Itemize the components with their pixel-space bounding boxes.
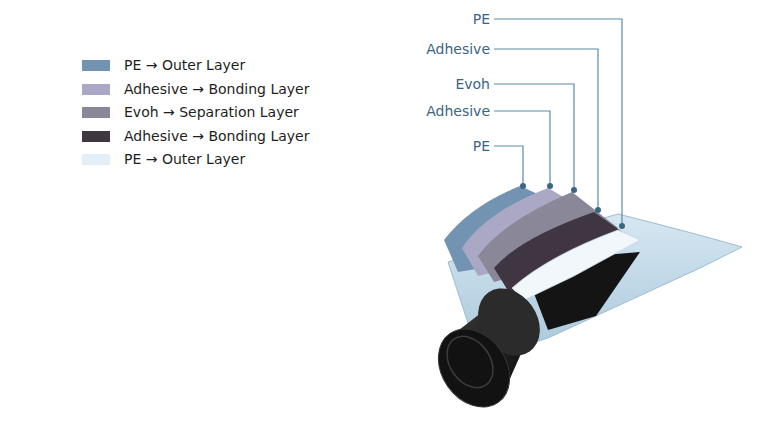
leader-dot	[547, 183, 553, 189]
legend-swatch	[82, 107, 110, 118]
legend-text: PE → Outer Layer	[124, 151, 245, 167]
callout-label: PE	[473, 11, 490, 27]
legend-swatch	[82, 84, 110, 95]
leader-dot	[571, 187, 577, 193]
pe-inner-layer	[512, 230, 640, 300]
callout-label: PE	[473, 138, 490, 154]
leader-line	[494, 111, 550, 186]
legend-swatch	[82, 154, 110, 165]
callout-label: Adhesive	[426, 103, 490, 119]
legend-swatch	[82, 60, 110, 71]
legend-text: PE → Outer Layer	[124, 57, 245, 73]
legend-text: Adhesive → Bonding Layer	[124, 128, 309, 144]
leader-dot	[595, 207, 601, 213]
cap-front	[424, 315, 525, 421]
leader-dot	[619, 223, 625, 229]
legend-swatch	[82, 131, 110, 142]
leader-line	[494, 49, 598, 210]
callout-label: Evoh	[455, 76, 490, 92]
leader-dot	[520, 183, 526, 189]
leader-line	[494, 19, 622, 226]
callout-label: Adhesive	[426, 41, 490, 57]
leader-line	[494, 84, 574, 190]
leader-line	[494, 146, 523, 186]
cap-highlight	[438, 328, 503, 397]
legend-text: Evoh → Separation Layer	[124, 104, 299, 120]
legend-text: Adhesive → Bonding Layer	[124, 81, 309, 97]
